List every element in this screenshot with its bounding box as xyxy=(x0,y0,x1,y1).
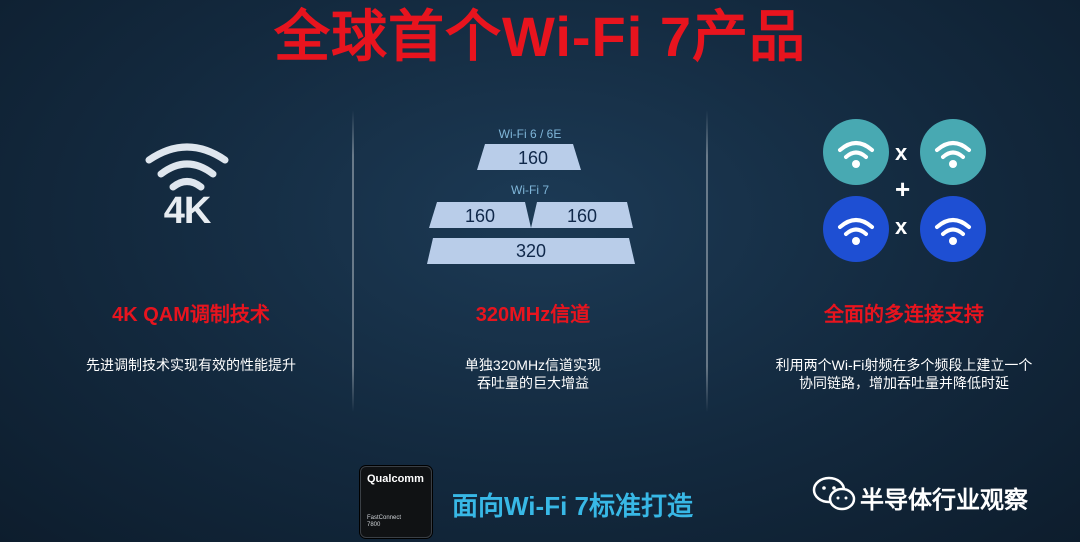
wifi-teal-icon xyxy=(823,119,889,185)
wifi7-value-wide: 320 xyxy=(515,241,547,261)
column-divider xyxy=(706,110,708,412)
heading-4k-qam: 4K QAM调制技术 xyxy=(112,304,270,326)
description-4k-qam: 先进调制技术实现有效的性能提升 xyxy=(41,356,341,374)
fastconnect-chip: Qualcomm FastConnect 7800 xyxy=(360,466,432,538)
wifi-blue-icon xyxy=(823,196,889,262)
wifi7-bar-320 xyxy=(427,238,635,264)
plus-operator: + xyxy=(895,174,911,204)
chip-brand: Qualcomm xyxy=(367,473,424,485)
description-line: 协同链路，增加吞吐量并降低时延 xyxy=(799,375,1009,391)
wifi6-bar-160 xyxy=(477,144,581,170)
wifi7-bar-160-right xyxy=(531,202,633,228)
column-divider xyxy=(352,110,354,412)
wifi-4k-icon xyxy=(145,143,229,191)
wifi-teal-icon xyxy=(920,119,986,185)
chip-model: FastConnect 7800 xyxy=(367,515,401,529)
times-operator: x xyxy=(895,214,908,239)
watermark-text: 半导体行业观察 xyxy=(860,487,1028,514)
description-line: 吞吐量的巨大增益 xyxy=(477,375,589,391)
times-operator: x xyxy=(895,140,908,165)
wechat-icon xyxy=(812,476,856,511)
description-line: 利用两个Wi-Fi射频在多个频段上建立一个 xyxy=(775,357,1033,373)
wifi6-label: Wi-Fi 6 / 6E xyxy=(498,127,562,141)
footer-tagline: 面向Wi-Fi 7标准打造 xyxy=(452,491,693,521)
page-title: 全球首个Wi-Fi 7产品 xyxy=(273,5,807,68)
heading-320mhz: 320MHz信道 xyxy=(475,304,591,326)
description-320mhz: 单独320MHz信道实现 吞吐量的巨大增益 xyxy=(383,356,683,392)
description-line: 先进调制技术实现有效的性能提升 xyxy=(86,357,296,373)
wifi7-value-right: 160 xyxy=(566,206,598,226)
wifi7-value-left: 160 xyxy=(464,206,496,226)
wifi-blue-icon xyxy=(920,196,986,262)
chip-model-line: FastConnect xyxy=(367,515,402,521)
4k-icon-label: 4K xyxy=(163,190,212,232)
chip-model-line: 7800 xyxy=(367,522,381,528)
wifi6-value: 160 xyxy=(517,148,549,168)
heading-multi-link: 全面的多连接支持 xyxy=(824,304,984,326)
description-line: 单独320MHz信道实现 xyxy=(464,357,602,373)
description-multi-link: 利用两个Wi-Fi射频在多个频段上建立一个 协同链路，增加吞吐量并降低时延 xyxy=(754,356,1054,392)
wifi7-bar-160-left xyxy=(429,202,531,228)
wifi7-label: Wi-Fi 7 xyxy=(511,183,549,197)
bandwidth-diagram xyxy=(427,144,635,264)
